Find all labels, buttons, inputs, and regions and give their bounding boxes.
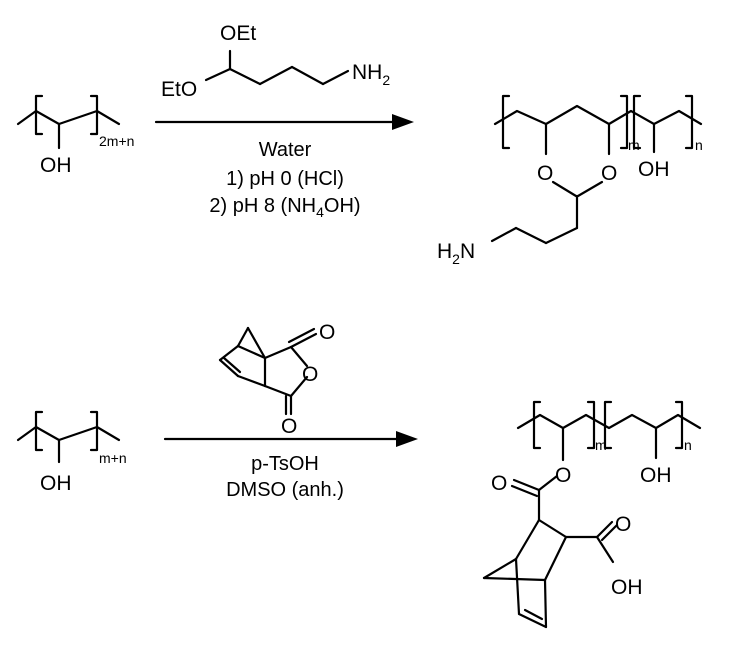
product1-o-right: O [601,162,617,185]
reactant2-oh-label: OH [40,472,72,495]
product-ester-polymer: m n OH O O [482,400,702,629]
product2-o-ester: O [555,464,571,487]
reaction2: m+n OH O O O [16,321,702,629]
reaction1: 2m+n OH OEt EtO NH2 Water 1) pH 0 (HCl) … [16,22,703,267]
reactant1-subscript: 2m+n [99,133,134,149]
condition-water: Water [259,139,312,161]
product2-o-acid: O [615,513,631,536]
reactant1-oh-label: OH [40,154,72,177]
condition-dmso: DMSO (anh.) [226,479,344,501]
reagent-oet-label: OEt [220,22,256,45]
product2-sub-n: n [684,437,692,453]
reagent-nh2-label: NH2 [352,61,390,88]
product-acetal-polymer: m n OH O O H2N [437,94,703,267]
reactant-pva-1: 2m+n OH [16,94,134,177]
condition-step2: 2) pH 8 (NH4OH) [209,195,360,220]
product1-h2n-label: H2N [437,240,475,267]
product2-acid-oh: OH [611,576,643,599]
reactant2-subscript: m+n [99,450,127,466]
condition-step1: 1) pH 0 (HCl) [226,168,344,190]
product2-oh-label: OH [640,464,672,487]
conditions-1: Water 1) pH 0 (HCl) 2) pH 8 (NH4OH) [209,139,360,220]
product1-sub-m: m [628,137,640,153]
reagent-aminoacetal: OEt EtO NH2 [161,22,390,101]
reagent-nadic-anhydride: O O O [218,321,335,438]
product2-o-carbonyl: O [491,472,507,495]
product1-o-left: O [537,162,553,185]
reagent2-o-top: O [319,321,335,344]
reactant-pva-2: m+n OH [16,410,127,495]
reagent-eto-label: EtO [161,78,197,101]
reaction-arrow-1 [154,114,414,130]
conditions-2: p-TsOH DMSO (anh.) [226,453,344,501]
product1-sub-n: n [695,137,703,153]
reaction-arrow-2 [163,431,418,447]
product2-sub-m: m [595,437,607,453]
condition-ptsoh: p-TsOH [251,453,319,475]
reagent2-o-ring: O [302,363,318,386]
reagent2-o-bottom: O [281,415,297,438]
product1-oh-label: OH [638,158,670,181]
